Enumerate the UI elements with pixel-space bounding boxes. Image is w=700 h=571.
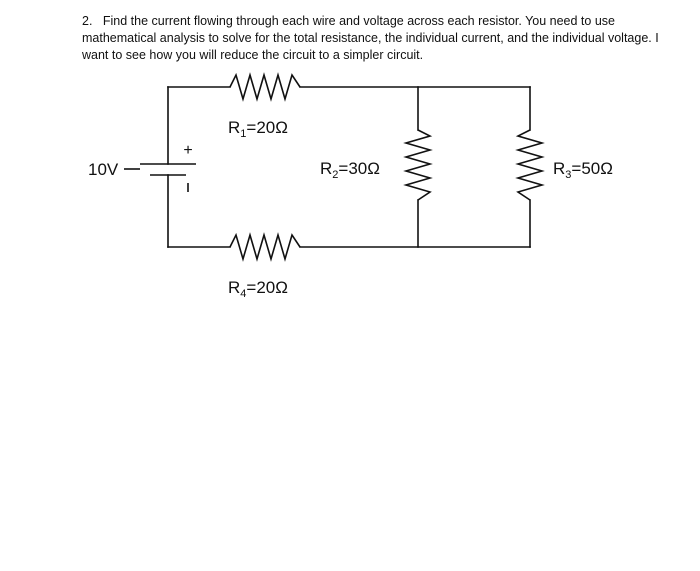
- resistor-r1: [229, 72, 301, 102]
- problem-number: 2.: [82, 14, 93, 28]
- source-voltage-label: 10V: [88, 160, 119, 179]
- problem-body: Find the current flowing through each wi…: [82, 14, 659, 62]
- resistor-r2-label: R2=30Ω: [320, 159, 380, 181]
- resistor-r4: [229, 232, 301, 262]
- resistor-r2: [403, 129, 433, 201]
- circuit-wires: [167, 86, 531, 248]
- battery-symbol: [124, 163, 196, 176]
- resistor-r3-label: R3=50Ω: [553, 159, 613, 181]
- resistor-r4-label: R4=20Ω: [228, 278, 288, 300]
- battery-plus-sign: +: [183, 142, 192, 159]
- problem-statement: 2. Find the current flowing through each…: [82, 13, 682, 64]
- resistor-r3: [515, 129, 545, 201]
- resistor-r1-label: R1=20Ω: [228, 118, 288, 140]
